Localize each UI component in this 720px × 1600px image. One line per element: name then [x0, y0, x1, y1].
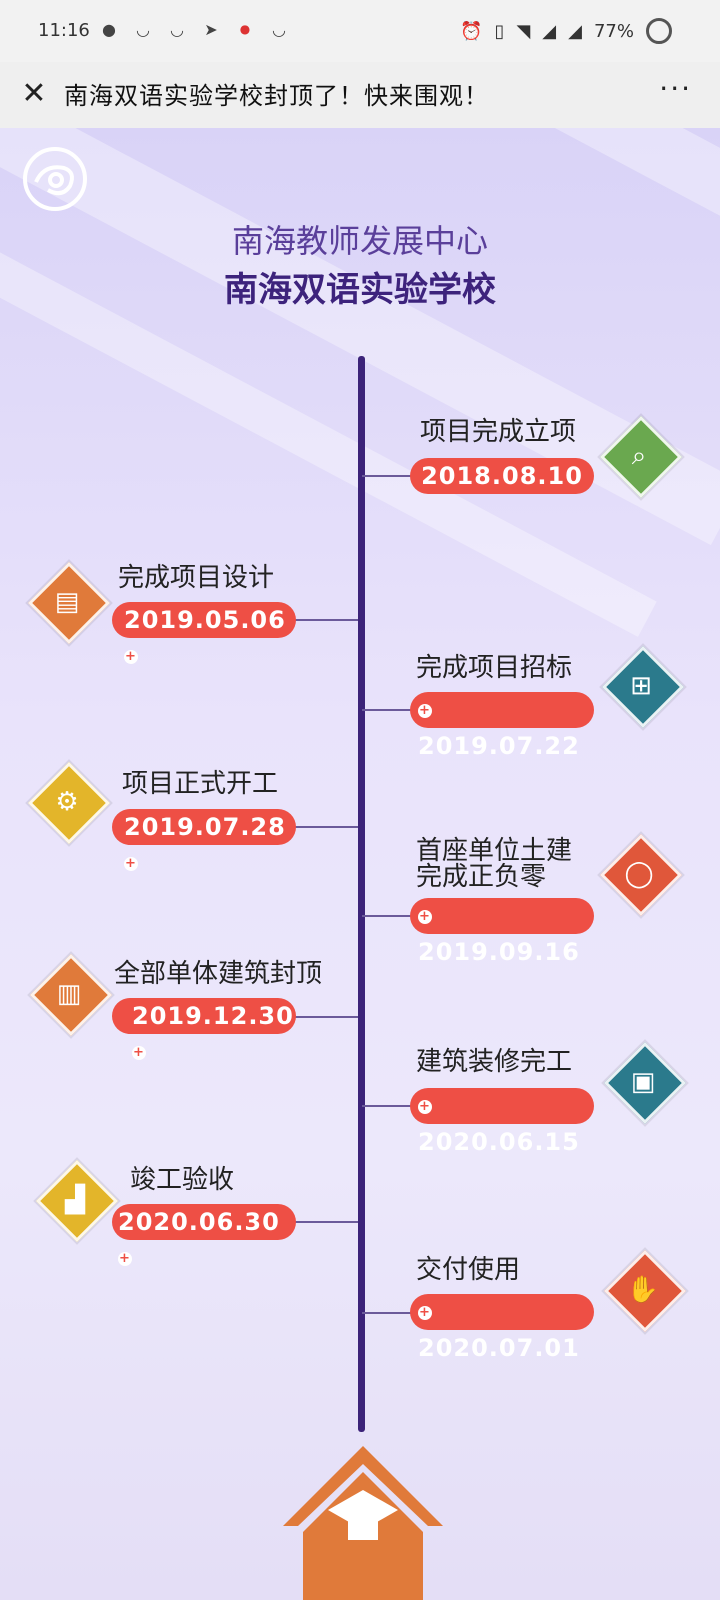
event-title: 项目正式开工	[122, 769, 279, 799]
poster-image: 南海教师发展中心 南海双语实验学校 项目完成立项 2018.08.10 ⌕ 完成…	[0, 128, 720, 1600]
system-indicators: ⏰ ▯ ◥ ◢ ◢ 77%	[460, 18, 672, 44]
plus-icon: +	[418, 703, 432, 718]
app-notification-icon-2: ◡	[170, 19, 184, 39]
event-date: 2020.06.30 +	[112, 1204, 296, 1266]
heading-line-2: 南海双语实验学校	[224, 270, 496, 310]
event-date: + 2019.09.16	[410, 898, 594, 966]
event-title-line-1: 首座单位土建	[416, 836, 573, 866]
notification-icons: ● ◡ ◡ ➤ ● ◡	[98, 18, 290, 40]
alarm-icon: ⏰	[460, 20, 483, 42]
send-notification-icon: ➤	[204, 19, 218, 39]
title-bar: ✕ 南海双语实验学校封顶了！快来围观！ ···	[0, 62, 720, 129]
wifi-icon: ◥	[516, 20, 531, 42]
org-chart-icon: ⊞	[630, 671, 652, 701]
plus-icon: +	[124, 856, 138, 871]
event-date: + 2020.07.01	[410, 1294, 594, 1362]
handshake-icon: ✋	[626, 1275, 660, 1305]
connector	[294, 826, 358, 828]
event-title: 建筑装修完工	[416, 1047, 573, 1077]
status-time: 11:16	[38, 20, 90, 41]
event-title: 交付使用	[416, 1255, 521, 1285]
connector	[294, 619, 358, 621]
event-date: + 2019.07.22	[410, 692, 594, 760]
event-date: 2018.08.10	[410, 458, 594, 494]
event-title-line-2: 完成正负零	[416, 862, 547, 892]
event-title: 项目完成立项	[420, 417, 577, 447]
event-date: + 2020.06.15	[410, 1088, 594, 1156]
event-title: 竣工验收	[130, 1165, 235, 1195]
battery-percent: 77%	[593, 20, 634, 42]
school-logo-icon	[23, 147, 87, 211]
more-options-icon[interactable]: ···	[659, 72, 692, 105]
event-date: 2019.07.28 +	[112, 809, 296, 871]
connector	[362, 475, 412, 477]
connector	[362, 709, 412, 711]
school-house-icon	[283, 1446, 443, 1600]
document-icon: ▤	[54, 587, 80, 617]
event-date: 2019.05.06 +	[112, 602, 296, 664]
timeline-spine	[358, 356, 365, 1432]
dot-notification-icon: ●	[239, 22, 251, 36]
connector	[362, 1105, 412, 1107]
connector	[362, 915, 412, 917]
stopwatch-icon: ◯	[624, 859, 654, 889]
gear-icon: ⚙	[55, 787, 79, 817]
signal-icon: ◢	[542, 20, 557, 42]
signal-icon-2: ◢	[568, 20, 582, 42]
connector	[294, 1016, 358, 1018]
connector	[362, 1312, 412, 1314]
app-notification-icon: ◡	[136, 19, 150, 39]
event-title: 完成项目设计	[118, 563, 275, 593]
close-icon[interactable]: ✕	[21, 76, 47, 111]
heading-line-1: 南海教师发展中心	[231, 222, 488, 260]
vibrate-icon: ▯	[494, 20, 505, 42]
event-title: 全部单体建筑封顶	[114, 959, 323, 989]
chat-notification-icon: ●	[102, 19, 116, 39]
event-date: 2019.12.30 +	[112, 998, 296, 1060]
status-bar: 11:16 ● ◡ ◡ ➤ ● ◡ ⏰ ▯ ◥ ◢ ◢ 77%	[0, 0, 720, 62]
plus-icon: +	[132, 1045, 146, 1060]
plus-icon: +	[418, 1305, 432, 1320]
plus-icon: +	[124, 649, 138, 664]
plus-icon: +	[418, 909, 432, 924]
podium-icon: ▟	[65, 1185, 85, 1215]
event-title: 完成项目招标	[416, 653, 573, 683]
magnifier-icon: ⌕	[631, 441, 647, 471]
plus-icon: +	[418, 1099, 432, 1114]
connector	[294, 1221, 358, 1223]
page-title: 南海双语实验学校封顶了！快来围观！	[64, 82, 489, 110]
presentation-icon: ▣	[630, 1067, 656, 1097]
battery-icon	[646, 18, 672, 44]
app-notification-icon-3: ◡	[272, 19, 286, 39]
building-icon: ▥	[56, 979, 82, 1009]
plus-icon: +	[118, 1251, 132, 1266]
